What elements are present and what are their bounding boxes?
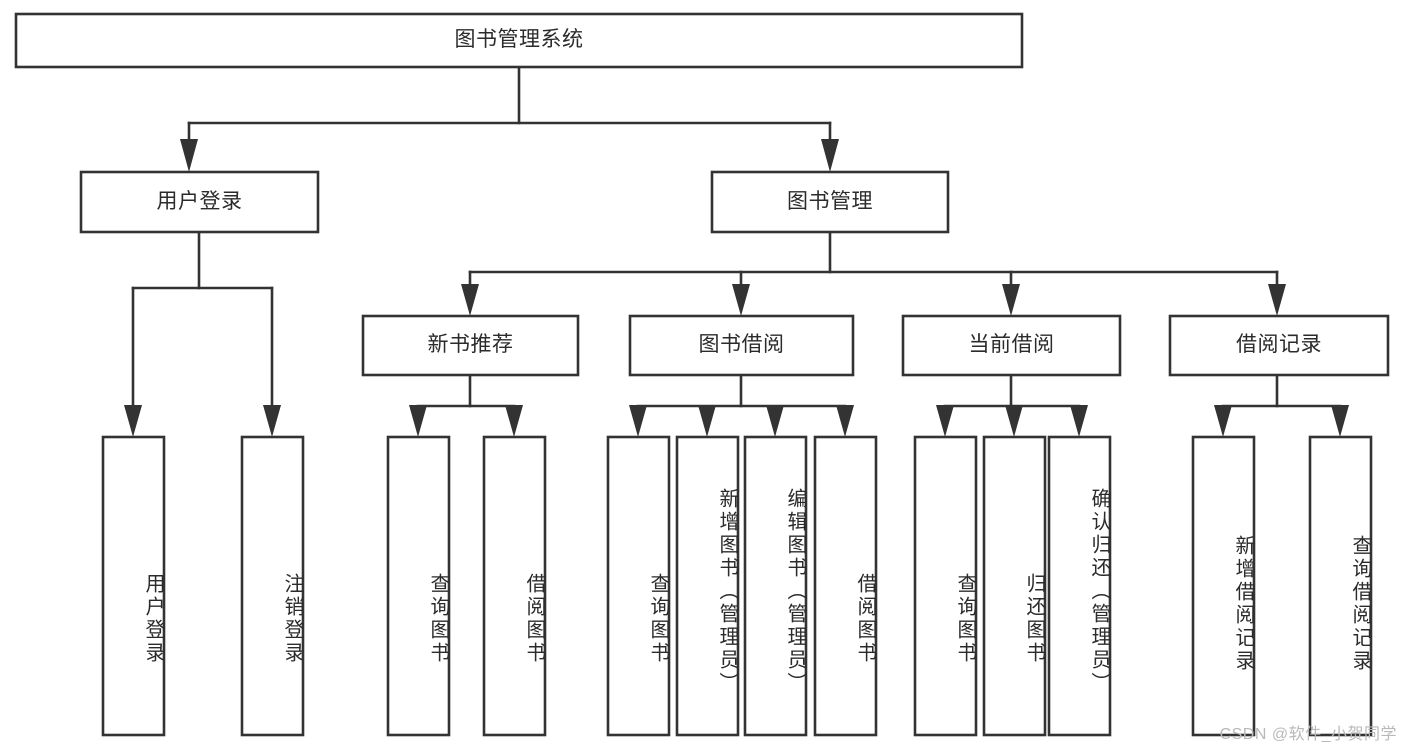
node-box-leaf-11[interactable] [1191,435,1256,737]
node-box-new-book-recommend[interactable] [361,314,580,377]
arrow-to-leaf-user-login [124,405,142,437]
arrow-to-new-book [461,284,479,316]
node-box-leaf-4[interactable] [606,435,671,737]
node-box-leaf-5[interactable] [675,435,740,737]
arrow-book-borrow-leaf-4 [836,405,854,437]
arrow-current-borrow-leaf-2 [1005,405,1023,437]
arrow-new-book-leaf-2 [505,405,523,437]
arrow-current-borrow-leaf-3 [1070,405,1088,437]
arrow-borrow-record-leaf-1 [1214,405,1232,437]
csdn-watermark: CSDN @软件_小贺同学 [1219,726,1397,743]
node-box-leaf-7[interactable] [813,435,878,737]
arrow-to-leaf-logout [263,405,281,437]
node-box-leaf-1[interactable] [240,435,305,737]
arrow-to-current-borrow [1002,284,1020,316]
node-box-leaf-2[interactable] [386,435,451,737]
node-box-leaf-3[interactable] [482,435,547,737]
node-box-leaf-6[interactable] [743,435,808,737]
node-box-borrow-record[interactable] [1168,314,1390,377]
node-box-leaf-0[interactable] [101,435,166,737]
node-box-leaf-10[interactable] [1047,435,1112,737]
arrow-to-book-borrow [732,284,750,316]
arrow-new-book-leaf-1 [409,405,427,437]
node-box-user-login[interactable] [79,170,320,234]
arrow-book-borrow-leaf-2 [698,405,716,437]
node-box-current-borrow[interactable] [901,314,1122,377]
node-box-leaf-9[interactable] [982,435,1047,737]
arrow-root-to-book-mgmt [821,139,839,172]
node-box-leaf-8[interactable] [913,435,978,737]
arrow-to-borrow-record [1268,284,1286,316]
arrow-current-borrow-leaf-1 [936,405,954,437]
node-box-root[interactable] [14,12,1024,69]
arrow-root-to-user-login [180,139,198,172]
node-box-book-management[interactable] [710,170,950,234]
node-box-leaf-12[interactable] [1308,435,1373,737]
node-box-book-borrow[interactable] [628,314,855,377]
arrow-book-borrow-leaf-1 [629,405,647,437]
arrow-borrow-record-leaf-2 [1331,405,1349,437]
arrow-book-borrow-leaf-3 [766,405,784,437]
